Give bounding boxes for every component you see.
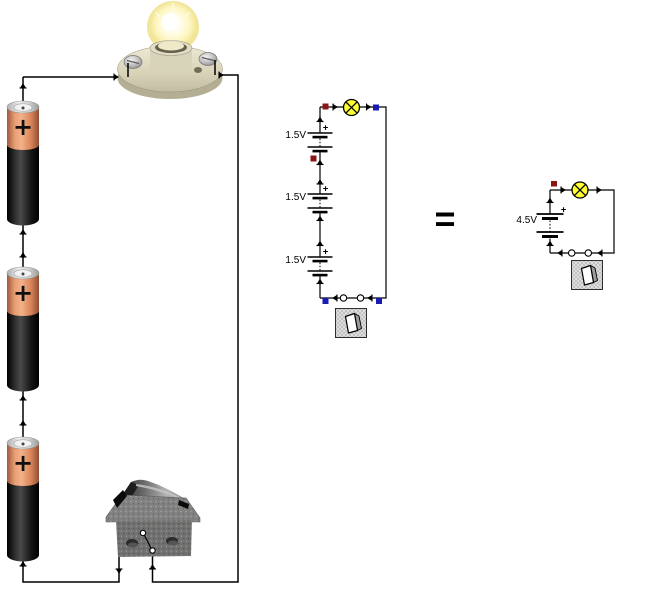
battery-plus-label: + xyxy=(13,113,33,141)
switch-symbol[interactable] xyxy=(567,249,593,257)
battery-symbol xyxy=(535,213,565,239)
series-schematic: + + + xyxy=(306,98,387,339)
aa-battery-icon: + xyxy=(6,266,40,392)
battery-symbol xyxy=(306,256,334,278)
cell-plus-label: + xyxy=(323,123,329,134)
node-marker-red xyxy=(551,181,557,187)
node-marker-blue xyxy=(322,298,329,304)
lamp-symbol-icon xyxy=(571,181,589,199)
cell-voltage-label: 1.5V xyxy=(285,130,306,141)
cell-plus-label: + xyxy=(323,184,329,195)
terminal-stubs xyxy=(127,60,216,77)
node-marker-red xyxy=(310,155,317,162)
battery-plus-label: + xyxy=(13,449,33,477)
current-arrow-icons xyxy=(545,185,603,258)
cell-voltage-label: 1.5V xyxy=(285,255,306,266)
battery-symbol xyxy=(306,193,334,215)
lamp-symbol-icon xyxy=(342,98,361,117)
cell-plus-label: + xyxy=(561,205,567,216)
rocker-switch-icon[interactable] xyxy=(105,479,201,557)
aa-battery-icon: + xyxy=(6,100,40,226)
battery-symbol xyxy=(306,132,334,154)
lit-light-bulb-icon xyxy=(117,1,223,99)
battery-voltage-label: 4.5V xyxy=(516,215,537,226)
switch-toggle-button[interactable] xyxy=(334,307,368,339)
aa-battery-icon: + xyxy=(6,436,40,562)
cell-voltage-label: 1.5V xyxy=(285,192,306,203)
switch-toggle-button[interactable] xyxy=(570,259,604,291)
pictorial-circuit: + + + xyxy=(6,1,239,583)
cell-plus-label: + xyxy=(323,247,329,258)
node-marker-red xyxy=(322,103,329,110)
battery-plus-label: + xyxy=(13,279,33,307)
schematic-wires xyxy=(319,106,387,299)
switch-contact xyxy=(139,529,147,537)
switch-symbol[interactable] xyxy=(339,294,365,302)
switch-lever xyxy=(143,535,152,549)
switch-contact xyxy=(149,547,156,554)
schematic-wires xyxy=(549,189,615,254)
node-marker-blue xyxy=(376,298,382,304)
equivalent-schematic: + xyxy=(535,181,615,291)
equals-sign: = xyxy=(434,198,456,239)
node-marker-blue xyxy=(373,104,379,111)
